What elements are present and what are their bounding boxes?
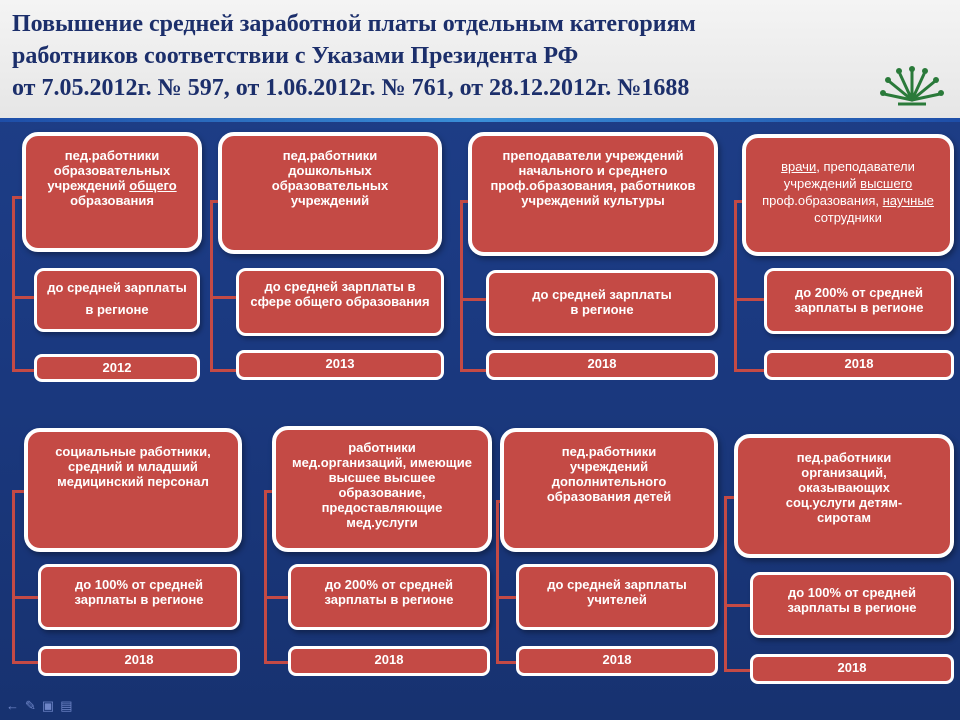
year-text: 2018 — [374, 652, 404, 667]
connector-line — [724, 496, 727, 672]
year-text: 2018 — [124, 652, 154, 667]
year-box: 2013 — [236, 350, 444, 380]
connector-tick — [12, 369, 36, 372]
target-text: до 200% от средней зарплаты в регионе — [794, 285, 924, 315]
category-card: пед.работники образовательных учреждений… — [22, 132, 202, 252]
category-card: преподаватели учреждений начального и ср… — [468, 132, 718, 256]
target-box: до средней зарплаты в сфере общего образ… — [236, 268, 444, 336]
connector-tick — [210, 369, 238, 372]
connector-tick — [210, 200, 222, 203]
target-text: до 100% от средней зарплаты в регионе — [787, 585, 917, 615]
year-box: 2018 — [516, 646, 718, 676]
connector-line — [734, 200, 737, 372]
connector-tick — [12, 661, 40, 664]
kurai-flower-logo-icon — [880, 66, 944, 106]
connector-line — [12, 490, 15, 664]
target-box: до средней зарплаты учителей — [516, 564, 718, 630]
connector-tick — [724, 496, 738, 499]
category-text: сотрудники — [814, 210, 882, 225]
connector-tick — [460, 200, 472, 203]
year-box: 2018 — [288, 646, 490, 676]
year-box: 2012 — [34, 354, 200, 382]
connector-tick — [734, 200, 746, 203]
year-box: 2018 — [764, 350, 954, 380]
slides-icon[interactable]: ▣ — [41, 698, 55, 713]
year-box: 2018 — [486, 350, 718, 380]
category-text: , преподаватели учреждений — [783, 159, 915, 191]
target-text: до средней зарплаты в регионе — [532, 287, 672, 317]
category-text: проф.образования, — [762, 193, 883, 208]
category-text-underlined: врачи — [781, 159, 817, 174]
connector-line — [264, 490, 267, 664]
connector-tick — [460, 298, 488, 301]
category-card: пед.работники организаций, оказывающих с… — [734, 434, 954, 558]
page-title: Повышение средней заработной платы отдел… — [12, 8, 892, 104]
category-card: работники мед.организаций, имеющие высше… — [272, 426, 492, 552]
connector-tick — [12, 596, 40, 599]
category-text-underlined: научные — [882, 193, 934, 208]
year-text: 2018 — [844, 356, 874, 371]
pen-icon[interactable]: ✎ — [25, 698, 36, 713]
connector-tick — [264, 490, 276, 493]
menu-icon[interactable]: ▤ — [60, 698, 73, 713]
category-card: пед.работники дошкольных образовательных… — [218, 132, 442, 254]
category-text: пед.работники организаций, оказывающих с… — [785, 450, 903, 525]
connector-tick — [264, 596, 290, 599]
header-separator — [0, 118, 960, 122]
connector-tick — [496, 596, 518, 599]
connector-tick — [210, 296, 238, 299]
category-text-underlined: высшего — [860, 176, 913, 191]
title-line-1: Повышение средней заработной платы отдел… — [12, 11, 696, 37]
category-card: пед.работники учреждений дополнительного… — [500, 428, 718, 552]
connector-tick — [724, 669, 752, 672]
title-line-3: от 7.05.2012г. № 597, от 1.06.2012г. № 7… — [12, 75, 690, 101]
year-box: 2018 — [38, 646, 240, 676]
connector-tick — [12, 490, 26, 493]
connector-line — [496, 500, 499, 664]
year-text: 2018 — [587, 356, 617, 371]
target-text: до 200% от средней зарплаты в регионе — [324, 577, 454, 607]
target-box: до 100% от средней зарплаты в регионе — [750, 572, 954, 638]
connector-tick — [12, 196, 24, 199]
back-arrow-icon[interactable]: ← — [6, 698, 19, 713]
target-text: до средней зарплаты учителей — [547, 577, 687, 607]
title-line-2: работников соответствии с Указами Презид… — [12, 43, 579, 69]
category-card: врачи, преподаватели учреждений высшего … — [742, 134, 954, 256]
target-box: до средней зарплаты в регионе — [486, 270, 718, 336]
category-text: пед.работники учреждений дополнительного… — [546, 444, 672, 504]
category-text: образования — [70, 193, 154, 208]
target-text: до 100% от средней зарплаты в регионе — [74, 577, 204, 607]
category-text: социальные работники, средний и младший … — [55, 444, 211, 489]
category-text: преподаватели учреждений начального и ср… — [490, 148, 696, 208]
target-box: до 200% от средней зарплаты в регионе — [288, 564, 490, 630]
slide-navigation: ← ✎ ▣ ▤ — [6, 698, 73, 714]
connector-tick — [12, 296, 36, 299]
category-text-underlined: общего — [129, 178, 177, 193]
year-text: 2018 — [602, 652, 632, 667]
category-text: работники мед.организаций, имеющие высше… — [292, 440, 472, 530]
connector-line — [460, 200, 463, 372]
connector-tick — [734, 369, 766, 372]
category-text: пед.работники образовательных учреждений — [47, 148, 171, 193]
connector-line — [210, 200, 213, 372]
category-text: пед.работники дошкольных образовательных… — [271, 148, 389, 208]
connector-tick — [734, 298, 766, 301]
year-text: 2012 — [102, 360, 132, 375]
year-text: 2018 — [837, 660, 867, 675]
connector-tick — [496, 661, 518, 664]
connector-line — [12, 196, 15, 372]
year-box: 2018 — [750, 654, 954, 684]
header-band: Повышение средней заработной платы отдел… — [0, 0, 960, 118]
connector-tick — [460, 369, 488, 372]
target-box: до 100% от средней зарплаты в регионе — [38, 564, 240, 630]
connector-tick — [264, 661, 290, 664]
target-box: до 200% от средней зарплаты в регионе — [764, 268, 954, 334]
connector-tick — [724, 604, 752, 607]
category-card: социальные работники, средний и младший … — [24, 428, 242, 552]
target-text: до средней зарплаты в сфере общего образ… — [250, 279, 430, 309]
target-box: до средней зарплаты в регионе — [34, 268, 200, 332]
target-text: до средней зарплаты в регионе — [47, 280, 187, 317]
year-text: 2013 — [325, 356, 355, 371]
